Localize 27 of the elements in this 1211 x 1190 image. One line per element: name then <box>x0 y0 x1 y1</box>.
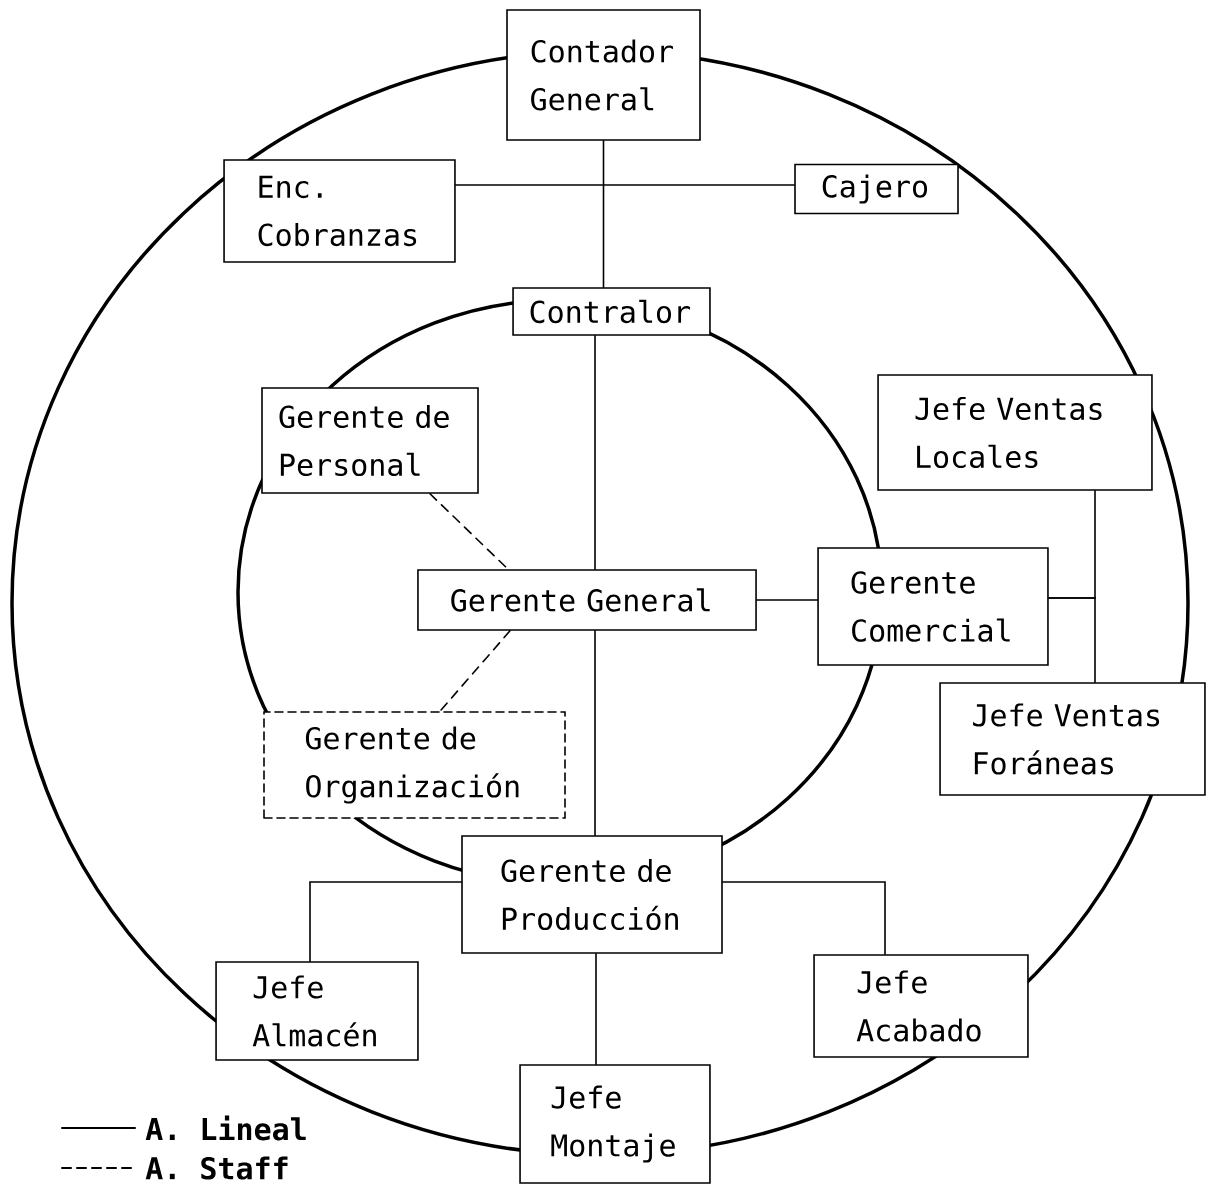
connector <box>594 630 596 836</box>
org-box: Contralor <box>512 287 711 336</box>
org-box: Jefe Ventas Foráneas <box>939 682 1206 796</box>
connector <box>454 184 795 186</box>
org-box: Gerente de Personal <box>261 387 479 494</box>
dashed-connector <box>429 493 509 570</box>
org-box: Cajero <box>794 163 959 215</box>
connector <box>756 599 819 601</box>
dashed-connector <box>439 630 511 712</box>
legend-label: A. Staff <box>145 1156 288 1180</box>
connector <box>594 335 596 570</box>
org-box: Contador General <box>506 9 701 141</box>
connector <box>1047 597 1096 683</box>
org-box: Gerente General <box>417 569 757 631</box>
org-box: Jefe Almacén <box>215 961 419 1061</box>
connector <box>595 953 597 1065</box>
org-box: Jefe Acabado <box>813 954 1029 1058</box>
org-box: Gerente Comercial <box>817 547 1049 666</box>
staff-box: Gerente de Organización <box>263 711 566 819</box>
org-box: Gerente de Producción <box>461 835 723 954</box>
connector <box>309 881 462 962</box>
connector <box>602 140 605 288</box>
org-box: Enc. Cobranzas <box>223 159 456 263</box>
org-box: Jefe Montaje <box>519 1064 711 1184</box>
org-box: Jefe Ventas Locales <box>877 374 1153 491</box>
legend-label: A. Lineal <box>145 1115 306 1141</box>
connector <box>722 881 886 955</box>
